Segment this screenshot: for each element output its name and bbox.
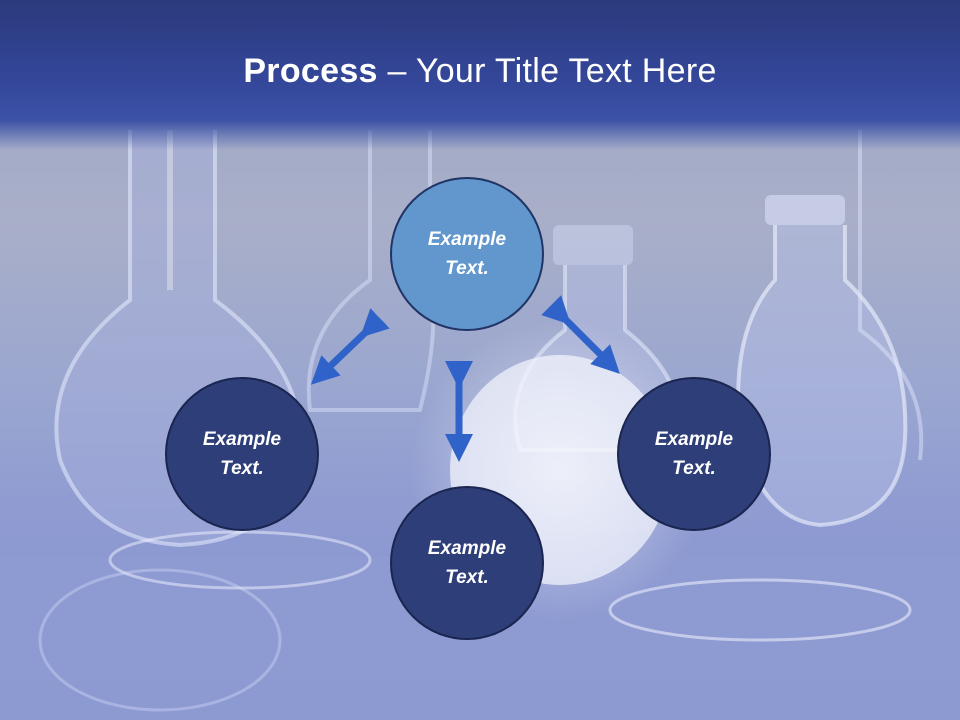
slide-title: Process – Your Title Text Here — [0, 52, 960, 91]
node-top-label: Example Text. — [427, 229, 507, 279]
node-left-label: Example Text. — [202, 429, 282, 479]
node-bottom-label: Example Text. — [427, 538, 507, 588]
node-bottom[interactable]: Example Text. — [390, 486, 544, 640]
arrow-top-right — [541, 295, 620, 374]
node-top[interactable]: Example Text. — [390, 177, 544, 331]
title-rest: – Your Title Text Here — [377, 52, 717, 90]
title-bar — [0, 0, 960, 150]
node-right-label: Example Text. — [654, 429, 734, 479]
node-left[interactable]: Example Text. — [165, 377, 319, 531]
title-bold: Process — [243, 52, 378, 90]
node-right[interactable]: Example Text. — [617, 377, 771, 531]
arrow-top-left — [310, 308, 390, 385]
